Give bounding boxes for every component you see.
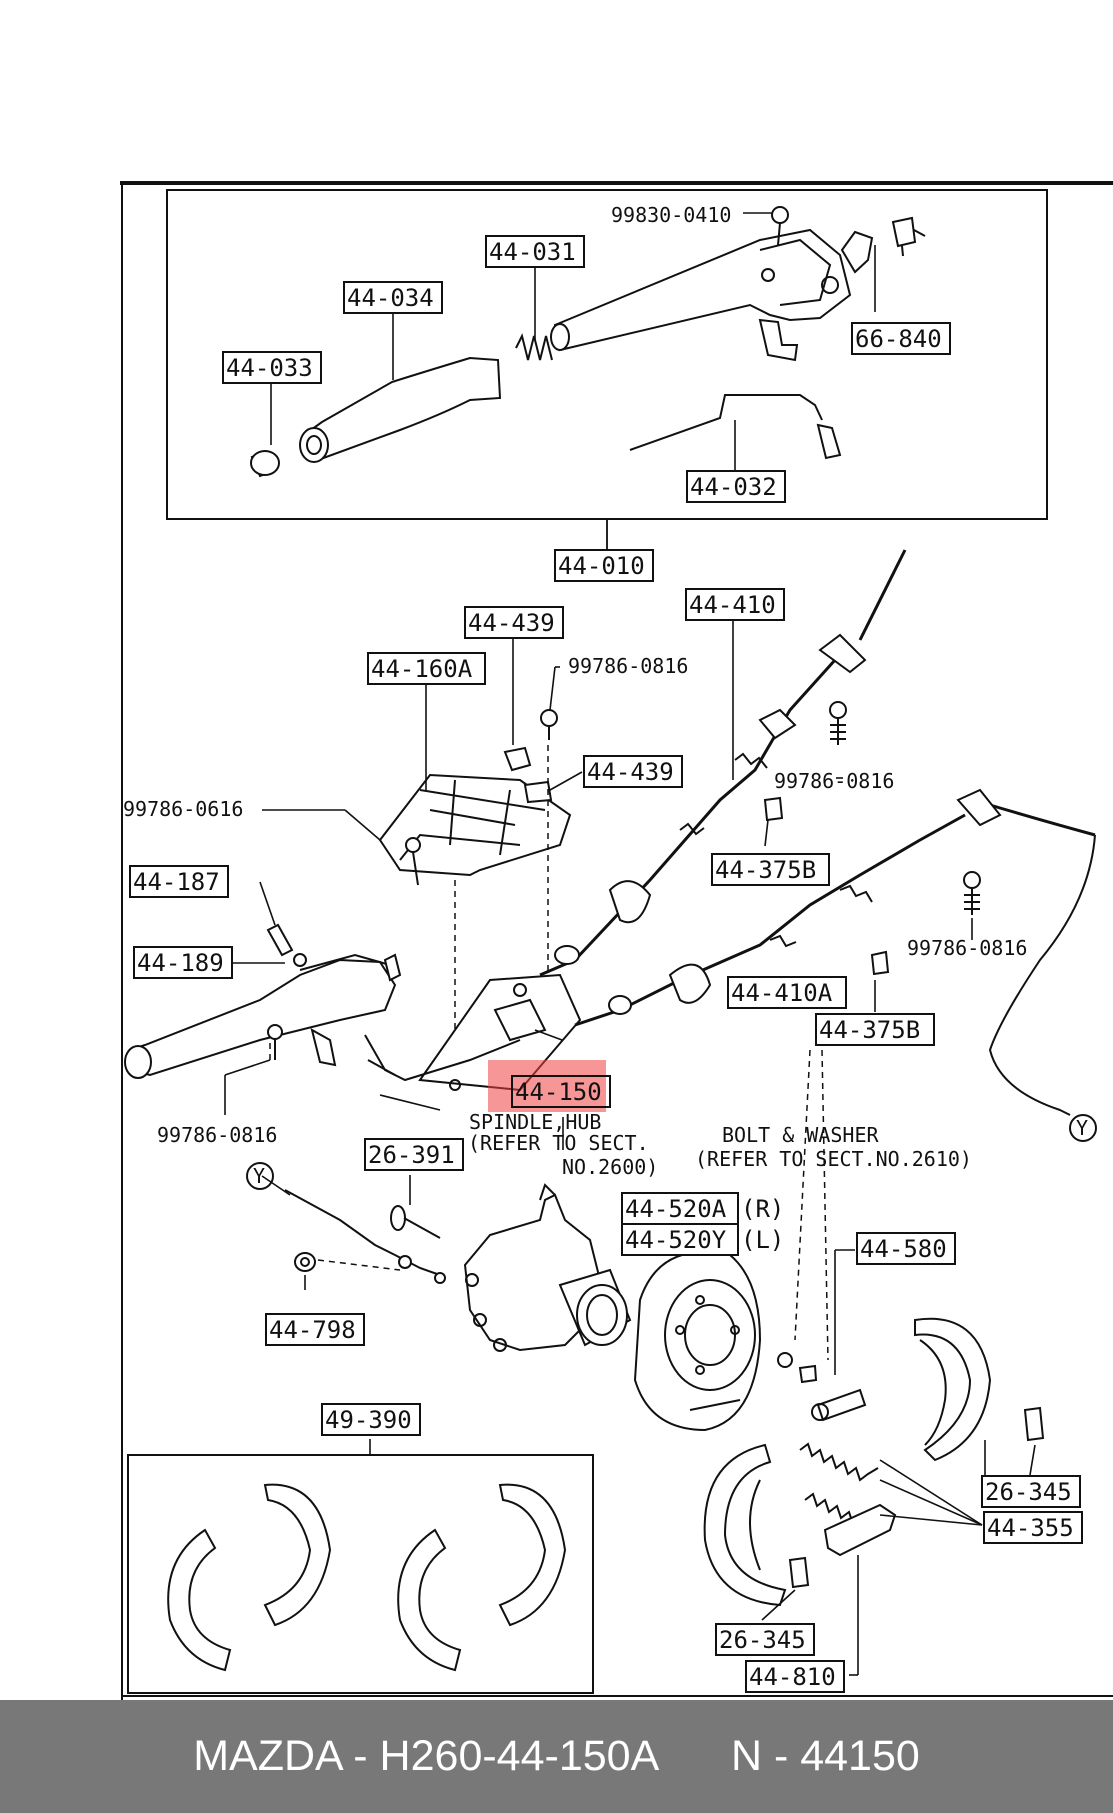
bolt-part [267, 1024, 283, 1060]
bolt-part [829, 701, 847, 745]
lever-cap-part [250, 450, 280, 478]
part-label-44-355: 44-355 [987, 1514, 1074, 1542]
clip-part [523, 780, 553, 804]
lower-assembly-drawing [127, 1183, 1045, 1694]
part-label-44-410a: 44-410A [731, 979, 833, 1007]
reference-marker-y: Y [1076, 1116, 1088, 1140]
part-label-66-840: 66-840 [855, 325, 942, 353]
bolt-washer-note: (REFER TO SECT.NO.2610) [695, 1147, 972, 1171]
lower-lever-part [124, 923, 402, 1079]
spindle-knuckle-part [463, 1183, 632, 1352]
middle-assembly-drawing [124, 549, 1096, 1361]
bracket-part [378, 773, 572, 877]
backing-plate-part [633, 1251, 762, 1432]
spindle-hub-note: (REFER TO SECT. [468, 1131, 649, 1155]
part-label-44-031: 44-031 [489, 238, 576, 266]
part-label-44-375b: 44-375B [715, 856, 816, 884]
bolt-part [540, 709, 558, 740]
part-label-44-010: 44-010 [558, 552, 645, 580]
clip-part [503, 746, 532, 772]
bolt-part [405, 837, 421, 886]
part-label-44-520a: 44-520A [625, 1195, 727, 1223]
bolt-part [963, 871, 981, 915]
footer-oem-number: MAZDA - H260-44-150A [193, 1732, 660, 1780]
spindle-hub-note: SPINDLE,HUB [469, 1110, 601, 1134]
spindle-hub-note: NO.2600) [562, 1155, 658, 1179]
reference-marker-y: Y [253, 1164, 265, 1188]
bolt-number-99830-0410: 99830-0410 [611, 203, 731, 227]
brake-shoe-left-part [703, 1443, 787, 1607]
part-label-49-390: 49-390 [325, 1406, 412, 1434]
part-label-44-033: 44-033 [226, 354, 313, 382]
part-label-44-798: 44-798 [269, 1316, 356, 1344]
spring-part [799, 1442, 879, 1482]
side-right-note: (R) [741, 1195, 784, 1223]
bolt-number-99786-0816: 99786-0816 [774, 769, 894, 793]
shoe-kit-shoes [167, 1483, 567, 1672]
bolt-number-99786-0816: 99786-0816 [568, 654, 688, 678]
part-label-44-439: 44-439 [468, 609, 555, 637]
brake-switch-part [891, 216, 926, 257]
bolt-number-99786-0816: 99786-0816 [157, 1123, 277, 1147]
part-label-44-034: 44-034 [347, 284, 434, 312]
parking-brake-parts-diagram: 44-031 44-034 44-033 66-840 44-032 44-01… [120, 181, 1113, 1700]
shoe-kit-box [127, 1454, 594, 1694]
part-label-44-410: 44-410 [689, 591, 776, 619]
lever-spring-part [515, 333, 553, 361]
page-frame [120, 181, 1113, 1700]
part-label-44-375b: 44-375B [819, 1016, 920, 1044]
bolt-number-99786-0816: 99786-0816 [907, 936, 1027, 960]
bushing-part [294, 1252, 316, 1272]
part-label-44-810: 44-810 [749, 1663, 836, 1691]
lever-bolt-part [771, 206, 789, 246]
clip-part [870, 950, 890, 976]
part-label-44-580: 44-580 [860, 1235, 947, 1263]
part-label-44-187: 44-187 [133, 868, 220, 896]
pin-part [390, 1205, 441, 1239]
highlight-44-150 [488, 1060, 606, 1112]
part-label-44-520y: 44-520Y [625, 1226, 727, 1254]
part-label-44-150: 44-150 [515, 1078, 602, 1106]
release-rod-part [629, 394, 842, 460]
brake-shoe-right-part [914, 1317, 992, 1462]
side-left-note: (L) [741, 1226, 784, 1254]
retaining-clip-part [788, 1556, 810, 1589]
clip-part [763, 796, 784, 822]
part-label-44-160a: 44-160A [371, 655, 473, 683]
part-label-44-189: 44-189 [137, 949, 224, 977]
lever-body-part [550, 228, 874, 362]
part-label-26-345: 26-345 [985, 1478, 1072, 1506]
part-label-26-345: 26-345 [719, 1626, 806, 1654]
footer-alt-number: N - 44150 [730, 1732, 920, 1780]
lever-grip-part [299, 356, 502, 463]
bolt-washer-part [777, 1352, 818, 1384]
bolt-number-99786-0616: 99786-0616 [123, 797, 243, 821]
cable-left-part [574, 788, 1096, 1027]
bolt-washer-note: BOLT & WASHER [722, 1123, 879, 1147]
cable-to-ref-y-part [988, 834, 1096, 1116]
leader-lines [224, 212, 1036, 1676]
part-labels: 44-031 44-034 44-033 66-840 44-032 44-01… [129, 235, 1083, 1693]
part-label-44-439: 44-439 [587, 758, 674, 786]
annotation-texts: 99830-0410 99786-0816 99786-0816 99786-0… [123, 203, 1097, 1254]
footer-gap [659, 1732, 731, 1781]
lever-assembly-drawing [250, 206, 926, 478]
part-label-26-391: 26-391 [368, 1141, 455, 1169]
part-label-44-032: 44-032 [690, 473, 777, 501]
cable-right-part [539, 549, 907, 977]
retaining-clip-part [1023, 1406, 1045, 1442]
shoe-lever-part [823, 1503, 897, 1557]
adjuster-part [811, 1388, 867, 1422]
part-number-footer: MAZDA - H260-44-150A N - 44150 [0, 1700, 1113, 1813]
